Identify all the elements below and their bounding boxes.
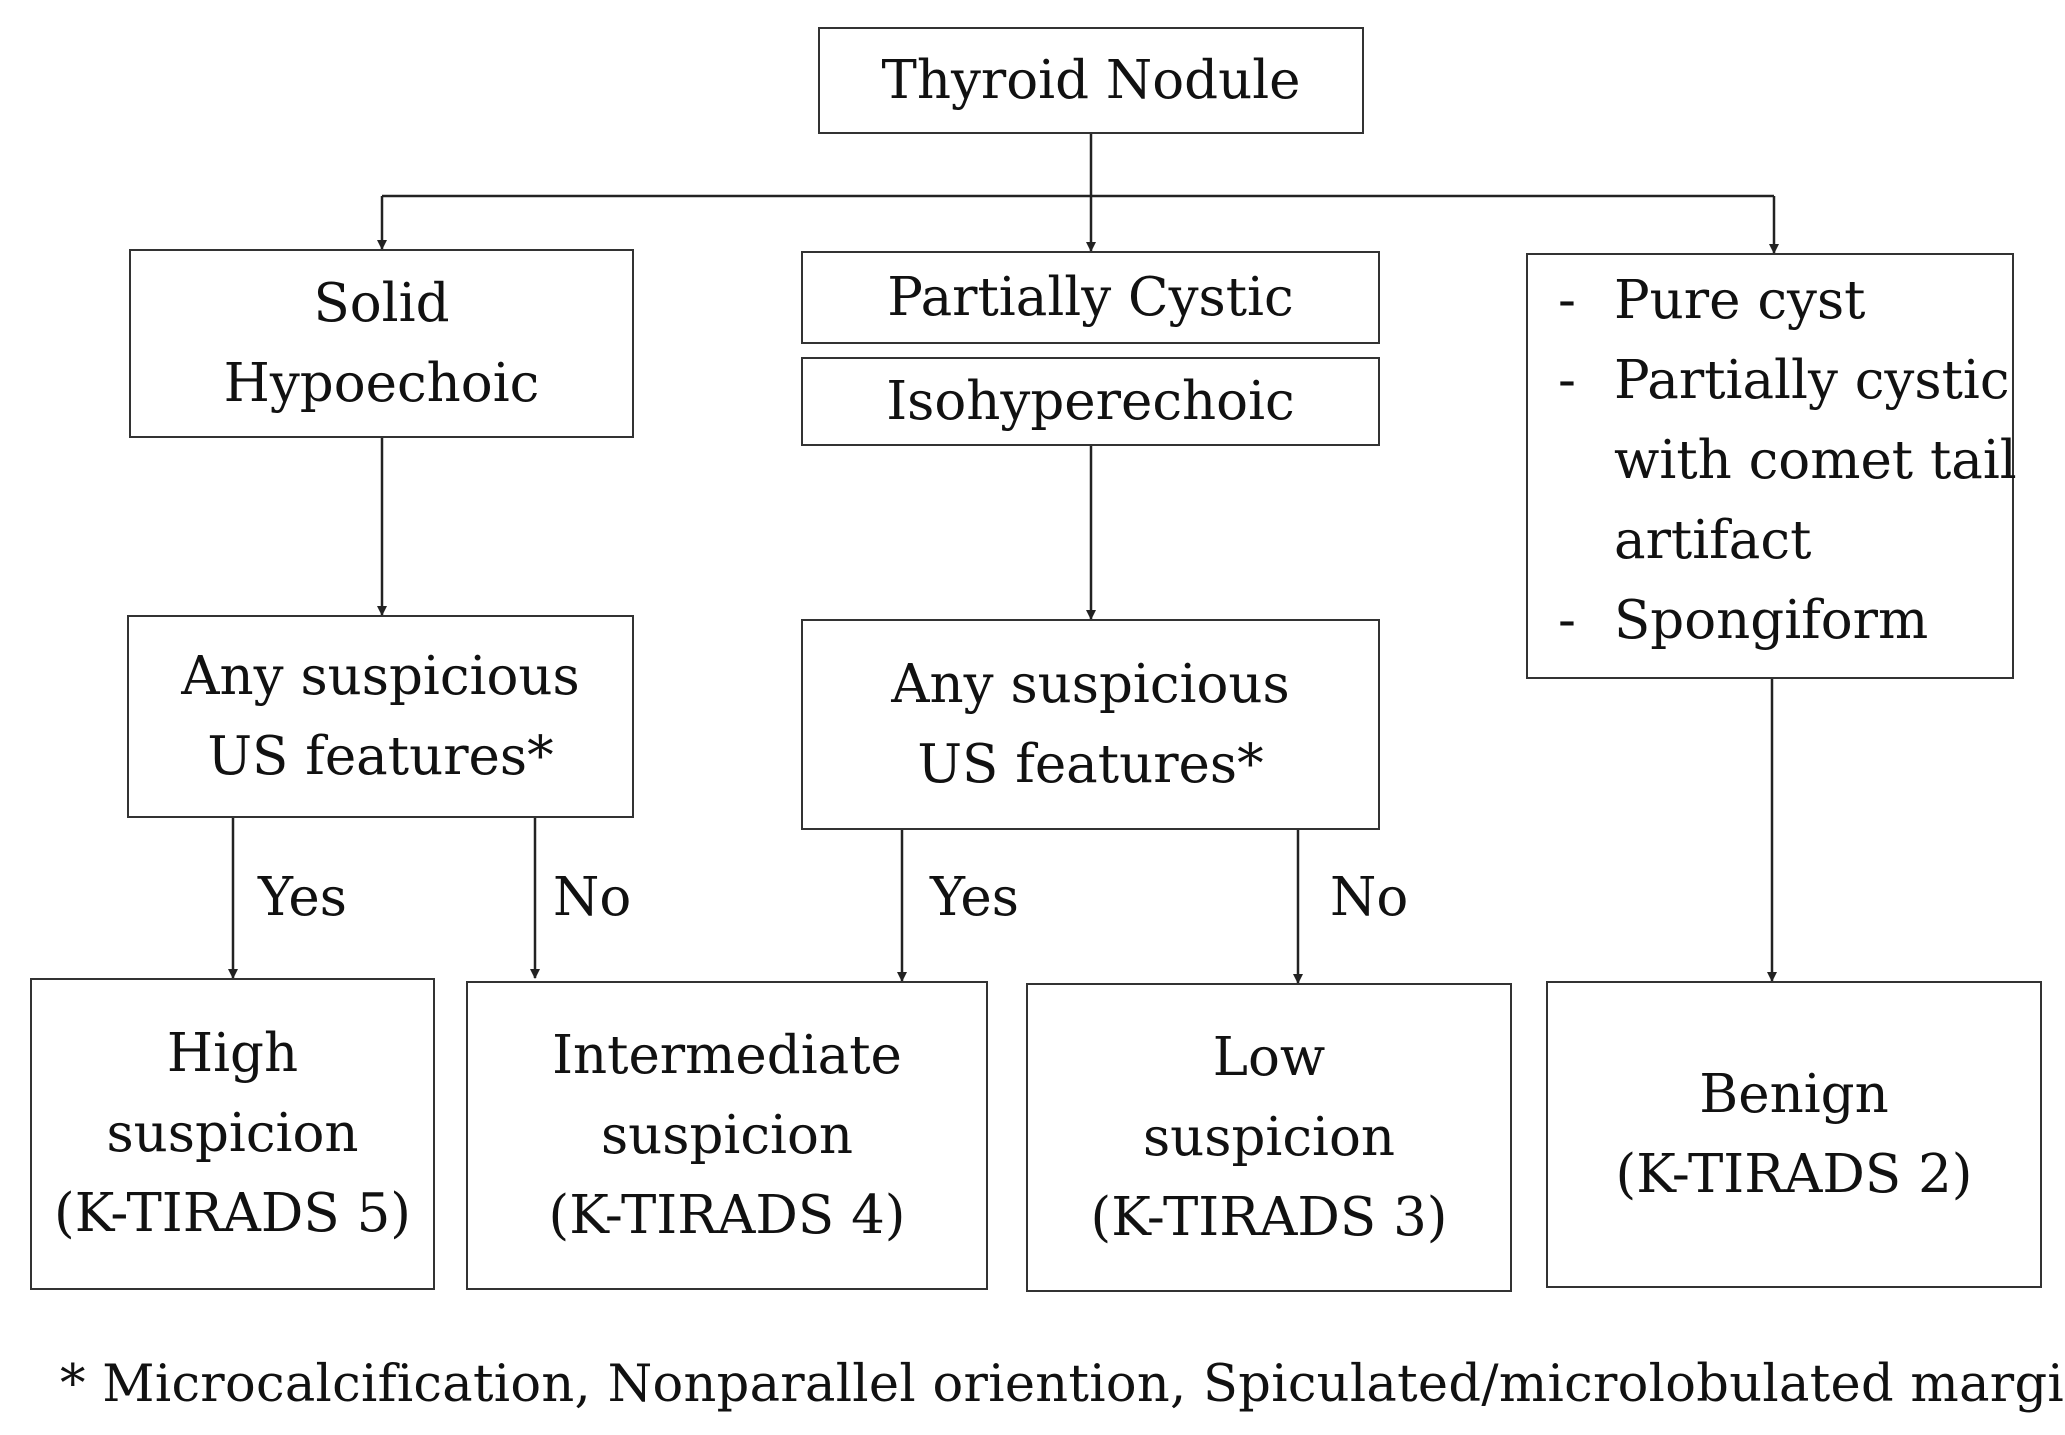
node-label: with comet tail [1614, 430, 2017, 491]
bullet-dash: - [1558, 350, 1576, 411]
node-label: Partially Cystic [887, 266, 1294, 328]
solid-hypoechoic-node: Solid Hypoechoic [129, 249, 634, 438]
partially-cystic-node: Partially Cystic [801, 251, 1380, 344]
thyroid-nodule-node: Thyroid Nodule [818, 27, 1364, 134]
node-label: (K-TIRADS 3) [1090, 1186, 1448, 1248]
benign-feature-item: - Partially cystic with comet tail artif… [1558, 341, 2017, 581]
node-label: (K-TIRADS 5) [54, 1183, 411, 1244]
low-suspicion-node: Low suspicion (K-TIRADS 3) [1026, 983, 1512, 1292]
benign-features-node: - Pure cyst - Partially cystic with come… [1526, 253, 2017, 679]
node-label: Partially cystic [1614, 350, 2010, 411]
edge-label-no: No [553, 867, 632, 928]
suspicious-features-node-left: Any suspicious US features* [127, 615, 634, 818]
node-label: Intermediate [552, 1024, 902, 1086]
footnote: * Microcalcification, Nonparallel orient… [60, 1355, 2065, 1414]
node-label: suspicion [1142, 1106, 1396, 1168]
node-label: Thyroid Nodule [881, 49, 1301, 111]
benign-feature-item: - Spongiform [1558, 581, 1928, 661]
isohyperechoic-node: Isohyperechoic [801, 357, 1380, 446]
node-label: Any suspicious [891, 653, 1290, 715]
node-label: Any suspicious [181, 645, 580, 707]
node-label: US features* [917, 733, 1264, 795]
node-label: High [166, 1023, 299, 1084]
bullet-dash: - [1558, 270, 1576, 331]
high-suspicion-node: High suspicion (K-TIRADS 5) [30, 978, 435, 1290]
node-label: Solid [313, 272, 450, 334]
benign-node: Benign (K-TIRADS 2) [1546, 981, 2042, 1288]
node-label: US features* [207, 725, 554, 787]
benign-feature-item: - Pure cyst [1558, 261, 1865, 341]
node-label: Pure cyst [1614, 270, 1866, 331]
edge-label-yes: Yes [930, 867, 1019, 928]
edge-label-no: No [1330, 867, 1409, 928]
node-label: Isohyperechoic [886, 370, 1295, 432]
node-label: Spongiform [1614, 590, 1929, 651]
node-label: suspicion [106, 1103, 359, 1164]
suspicious-features-node-mid: Any suspicious US features* [801, 619, 1380, 830]
node-label: Low [1212, 1026, 1326, 1088]
node-label: (K-TIRADS 2) [1615, 1143, 1973, 1205]
node-label: Benign [1699, 1063, 1889, 1125]
node-label: Hypoechoic [223, 352, 540, 414]
node-label: suspicion [600, 1104, 854, 1166]
bullet-dash: - [1558, 590, 1576, 651]
node-label: (K-TIRADS 4) [548, 1184, 906, 1246]
intermediate-suspicion-node: Intermediate suspicion (K-TIRADS 4) [466, 981, 988, 1290]
node-label: artifact [1614, 510, 1812, 571]
edge-label-yes: Yes [258, 867, 347, 928]
